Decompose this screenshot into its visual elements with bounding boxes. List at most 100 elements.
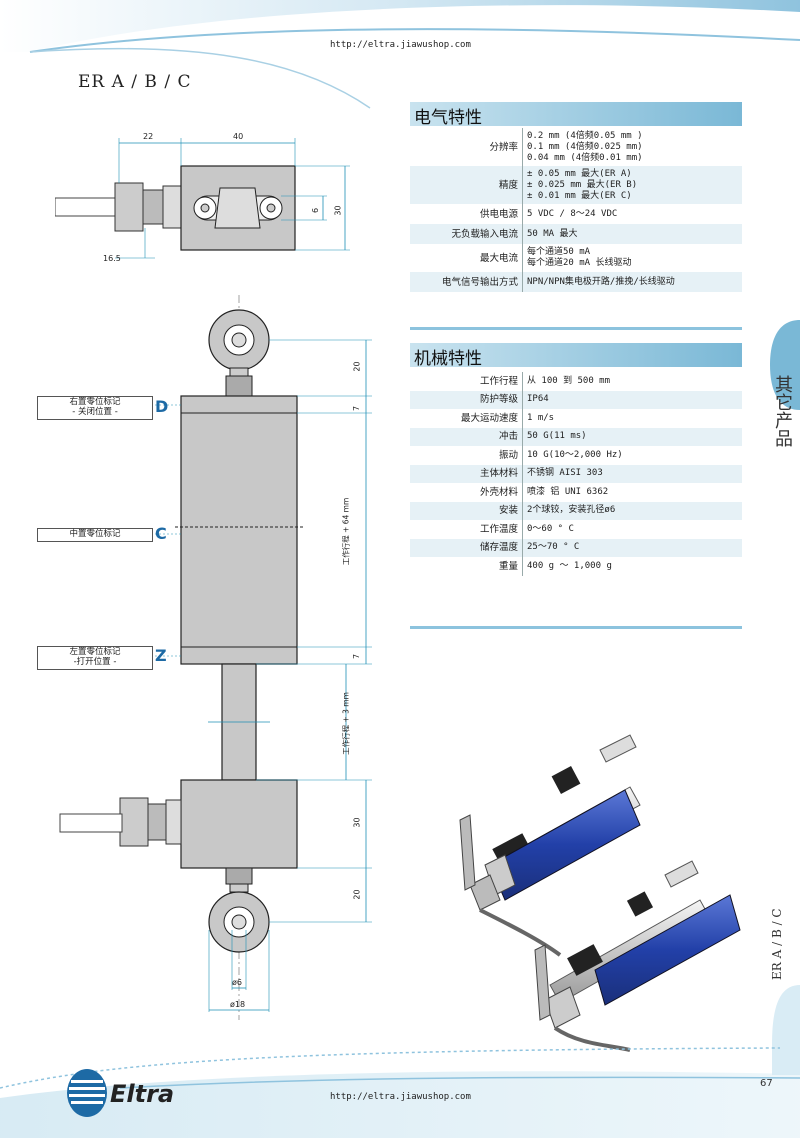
dim-phi-6: ø6 (232, 978, 242, 987)
row-value: 0～60 ° C (522, 520, 742, 539)
row-key: 最大运动速度 (460, 412, 518, 424)
dim-40: 40 (233, 132, 244, 141)
row-key: 最大电流 (479, 252, 518, 264)
page-title: ER A / B / C (78, 72, 192, 92)
table-row: 储存温度 25～70 ° C (410, 538, 742, 557)
row-value: 10 G(10～2,000 Hz) (522, 446, 742, 465)
row-value: NPN/NPN集电极开路/推挽/长线驱动 (522, 272, 742, 292)
mechanical-section-header: 机械特性 (410, 343, 742, 369)
side-category: 其它产品 (772, 375, 793, 447)
row-value: IP64 (522, 390, 742, 409)
row-key: 振动 (498, 449, 518, 461)
page-number: 67 (760, 1078, 773, 1089)
electrical-table: 分辨率 0.2 mm (4倍频0.05 mm ) 0.1 mm (4倍频0.02… (410, 128, 742, 292)
row-key: 精度 (410, 166, 523, 204)
row-key: 供电电源 (479, 208, 518, 220)
side-view-drawing (59, 295, 372, 1020)
row-key: 主体材料 (410, 464, 523, 483)
row-value: 50 MA 最大 (522, 224, 742, 244)
table-row: 分辨率 0.2 mm (4倍频0.05 mm ) 0.1 mm (4倍频0.02… (410, 128, 742, 166)
row-key: 重量 (498, 560, 518, 572)
row-value: ± 0.01 mm 最大(ER C) (527, 190, 632, 201)
dim-6: 6 (311, 207, 321, 214)
row-value: 从 100 到 500 mm (522, 372, 742, 391)
sensor-unit-2 (534, 860, 741, 1052)
mechanical-title: 机械特性 (414, 349, 482, 369)
footer-wave (0, 1047, 800, 1138)
row-value: 每个通道50 mA (527, 247, 591, 257)
row-value: 50 G(11 ms) (522, 427, 742, 446)
row-value: 不锈钢 AISI 303 (522, 464, 742, 483)
dim-7-bottom: 7 (352, 653, 362, 660)
table-row: 工作行程从 100 到 500 mm (410, 372, 742, 391)
dim-22: 22 (143, 132, 154, 141)
row-value: 每个通道20 mA 长线驱动 (527, 258, 632, 268)
electrical-title: 电气特性 (414, 108, 482, 128)
table-row: 最大电流 每个通道50 mA 每个通道20 mA 长线驱动 (410, 244, 742, 272)
table-row: 无负载输入电流 50 MA 最大 (410, 224, 742, 244)
brand-logo: Eltra (110, 1080, 175, 1108)
header-url[interactable]: http://eltra.jiawushop.com (330, 40, 471, 50)
zero-mark-c-label: 中置零位标记 (37, 528, 153, 542)
eltra-logo-icon (67, 1069, 107, 1117)
table-row: 振动 10 G(10～2,000 Hz) (410, 446, 742, 465)
table-row: 电气信号输出方式 NPN/NPN集电极开路/推挽/长线驱动 (410, 272, 742, 292)
footer-url[interactable]: http://eltra.jiawushop.com (330, 1092, 471, 1102)
sensor-unit-1 (459, 734, 641, 957)
side-tab-shape-bottom (772, 985, 800, 1075)
row-key: 安装 (410, 501, 523, 520)
dim-phi-18: ø18 (230, 1000, 246, 1009)
row-value: 5 VDC / 8～24 VDC (522, 204, 742, 224)
table-row: 主体材料不锈钢 AISI 303 (410, 464, 742, 483)
row-key: 电气信号输出方式 (410, 272, 523, 292)
side-tab-shape (770, 320, 800, 410)
row-key: 储存温度 (410, 538, 523, 557)
row-value: 400 g ～ 1,000 g (522, 557, 742, 576)
row-key: 外壳材料 (479, 486, 518, 498)
header-wave (0, 0, 800, 109)
divider (410, 327, 742, 330)
row-key: 防护等级 (410, 390, 523, 409)
table-row: 重量 400 g ～ 1,000 g (410, 557, 742, 576)
row-key: 工作温度 (479, 523, 518, 535)
top-view-drawing (55, 138, 350, 259)
zero-mark-d-label: 右置零位标记 - 关闭位置 - (37, 396, 153, 420)
table-row: 外壳材料喷漆 铝 UNI 6362 (410, 483, 742, 502)
dim-16-5: 16.5 (103, 254, 121, 263)
row-value: 0.1 mm (4倍频0.025 mm) (527, 141, 643, 152)
dim-30-bottom: 30 (352, 817, 362, 828)
letter-z: Z (155, 646, 167, 665)
row-value: 2个球铰，安装孔径ø6 (522, 501, 742, 520)
dim-7-top: 7 (352, 405, 362, 412)
row-value: 0.2 mm (4倍频0.05 mm ) (527, 130, 643, 141)
table-row: 最大运动速度 1 m/s (410, 409, 742, 428)
zero-mark-z-label: 左置零位标记 -打开位置 - (37, 646, 153, 670)
dim-stroke-64: 工作行程 + 64 mm (341, 497, 351, 566)
letter-c: C (155, 524, 167, 543)
dim-stroke-3: 工作行程 + 3 mm (341, 692, 351, 755)
product-image (459, 734, 741, 1052)
row-key: 分辨率 (489, 141, 518, 153)
row-value: 25～70 ° C (522, 538, 742, 557)
row-value: ± 0.05 mm 最大(ER A) (527, 168, 632, 179)
row-value: 喷漆 铝 UNI 6362 (522, 483, 742, 502)
row-value: ± 0.025 mm 最大(ER B) (527, 179, 638, 190)
dim-30: 30 (333, 205, 343, 216)
row-value: 0.04 mm (4倍频0.01 mm) (527, 152, 643, 163)
row-key: 冲击 (410, 427, 523, 446)
letter-d: D (155, 397, 169, 416)
row-value: 1 m/s (522, 409, 742, 428)
dim-20-bottom: 20 (352, 889, 362, 900)
side-model: ER A / B / C (770, 908, 784, 980)
electrical-section-header: 电气特性 (410, 102, 742, 128)
row-key: 无负载输入电流 (410, 224, 523, 244)
divider (410, 626, 742, 629)
dim-20-top: 20 (352, 361, 362, 372)
table-row: 精度 ± 0.05 mm 最大(ER A) ± 0.025 mm 最大(ER B… (410, 166, 742, 204)
table-row: 工作温度 0～60 ° C (410, 520, 742, 539)
row-key: 工作行程 (479, 375, 518, 387)
